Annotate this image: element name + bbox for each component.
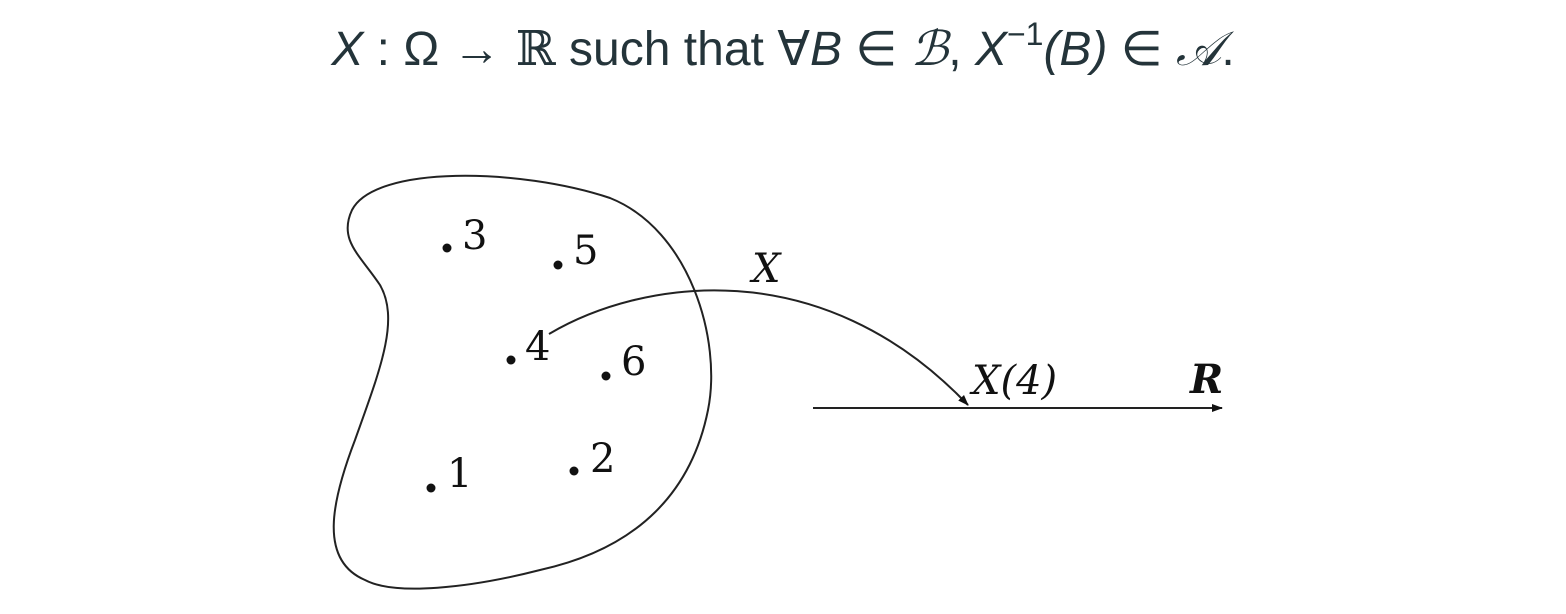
formula-x-2: X <box>974 23 1007 76</box>
sample-point-5-dot <box>553 260 563 270</box>
formula-in-1: ∈ <box>842 23 911 76</box>
formula-preimage: (B) <box>1043 23 1108 76</box>
sample-point-4-dot <box>506 355 516 365</box>
sample-point-1-dot <box>426 483 436 493</box>
sample-point-4: 4 <box>506 324 550 370</box>
image-point-label: X(4) <box>969 358 1057 404</box>
sample-space-blob <box>332 174 713 590</box>
sample-point-3-dot <box>442 243 452 253</box>
formula-x: X <box>331 23 364 76</box>
sample-point-2-dot <box>569 466 579 476</box>
sample-point-4-label: 4 <box>525 324 550 370</box>
definition-formula: X : Ω → ℝ such that ∀B ∈ ℬ, X−1(B) ∈ 𝒜. <box>0 14 1566 84</box>
mapping-label: X <box>749 246 782 292</box>
formula-sigma-algebra: 𝒜 <box>1175 21 1222 77</box>
sample-point-6: 6 <box>601 339 646 385</box>
sample-point-5-label: 5 <box>573 228 598 274</box>
formula-colon-omega: : Ω <box>363 23 453 76</box>
sample-point-1: 1 <box>426 451 472 497</box>
mapping-arrow <box>548 289 969 406</box>
sample-point-2: 2 <box>569 436 615 482</box>
real-line-label: R <box>1189 356 1223 403</box>
sample-point-5: 5 <box>553 228 598 274</box>
formula-reals: ℝ <box>500 21 556 77</box>
sample-point-1-label: 1 <box>447 451 472 497</box>
formula-forall: ∀ <box>777 23 811 76</box>
formula-text: such that <box>555 23 778 76</box>
formula-b: B <box>810 23 843 76</box>
formula-period: . <box>1221 23 1235 76</box>
formula-in-2: ∈ <box>1107 23 1176 76</box>
sample-point-3: 3 <box>442 213 487 259</box>
sample-point-6-label: 6 <box>621 339 646 385</box>
sample-point-2-label: 2 <box>590 436 615 482</box>
sample-point-6-dot <box>601 371 611 381</box>
formula-arrow: → <box>452 23 501 76</box>
formula-comma: , <box>948 23 975 76</box>
formula-borel: ℬ <box>910 21 949 77</box>
sample-point-3-label: 3 <box>462 213 487 259</box>
formula-exponent: −1 <box>1006 16 1044 52</box>
